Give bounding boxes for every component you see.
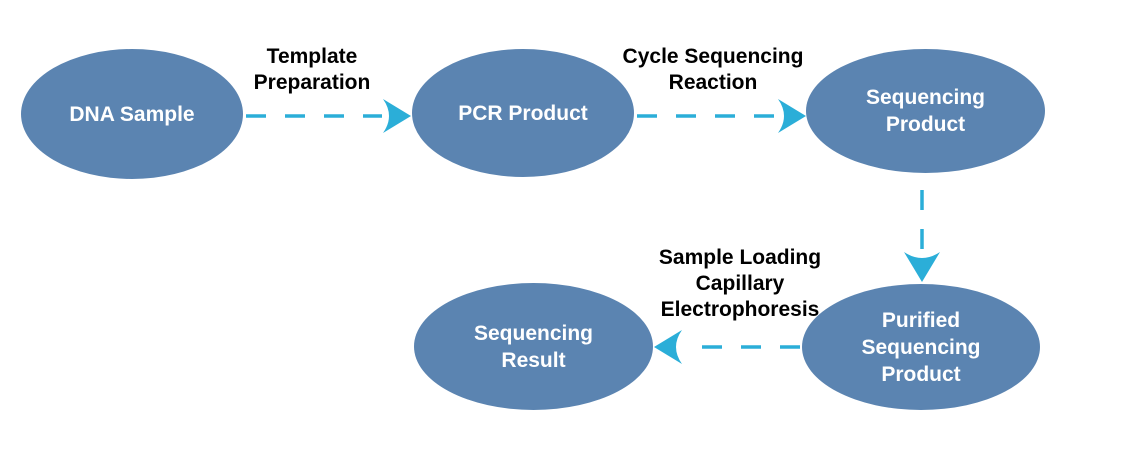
node-label-sequencing-product: Sequencing Product: [865, 86, 986, 136]
node-sequencing-product: Sequencing Product: [806, 49, 1045, 173]
node-label-pcr-product: PCR Product: [458, 101, 588, 125]
dashed-arrow-sample-loading-left: [654, 330, 800, 364]
edge-label-cycle-sequencing-reaction: Cycle Sequencing Reaction: [622, 45, 804, 94]
node-dna-sample: DNA Sample: [21, 49, 243, 179]
node-label-sequencing-result: Sequencing Result: [473, 321, 594, 372]
node-sequencing-result: Sequencing Result: [414, 283, 653, 410]
dashed-arrow-template-preparation: [246, 99, 411, 133]
node-label-purified-sequencing-product: Purified Sequencing Product: [861, 308, 981, 386]
node-pcr-product: PCR Product: [412, 49, 634, 177]
dashed-arrow-cycle-sequencing-reaction: [637, 99, 806, 133]
dashed-arrow-purification-down: [904, 190, 940, 282]
edge-label-template-preparation: Template Preparation: [253, 45, 371, 94]
edge-label-sample-loading-capillary-electrophoresis: Sample Loading Capillary Electrophoresis: [658, 246, 822, 321]
node-purified-sequencing-product: Purified Sequencing Product: [802, 284, 1040, 410]
node-label-dna-sample: DNA Sample: [69, 102, 195, 126]
